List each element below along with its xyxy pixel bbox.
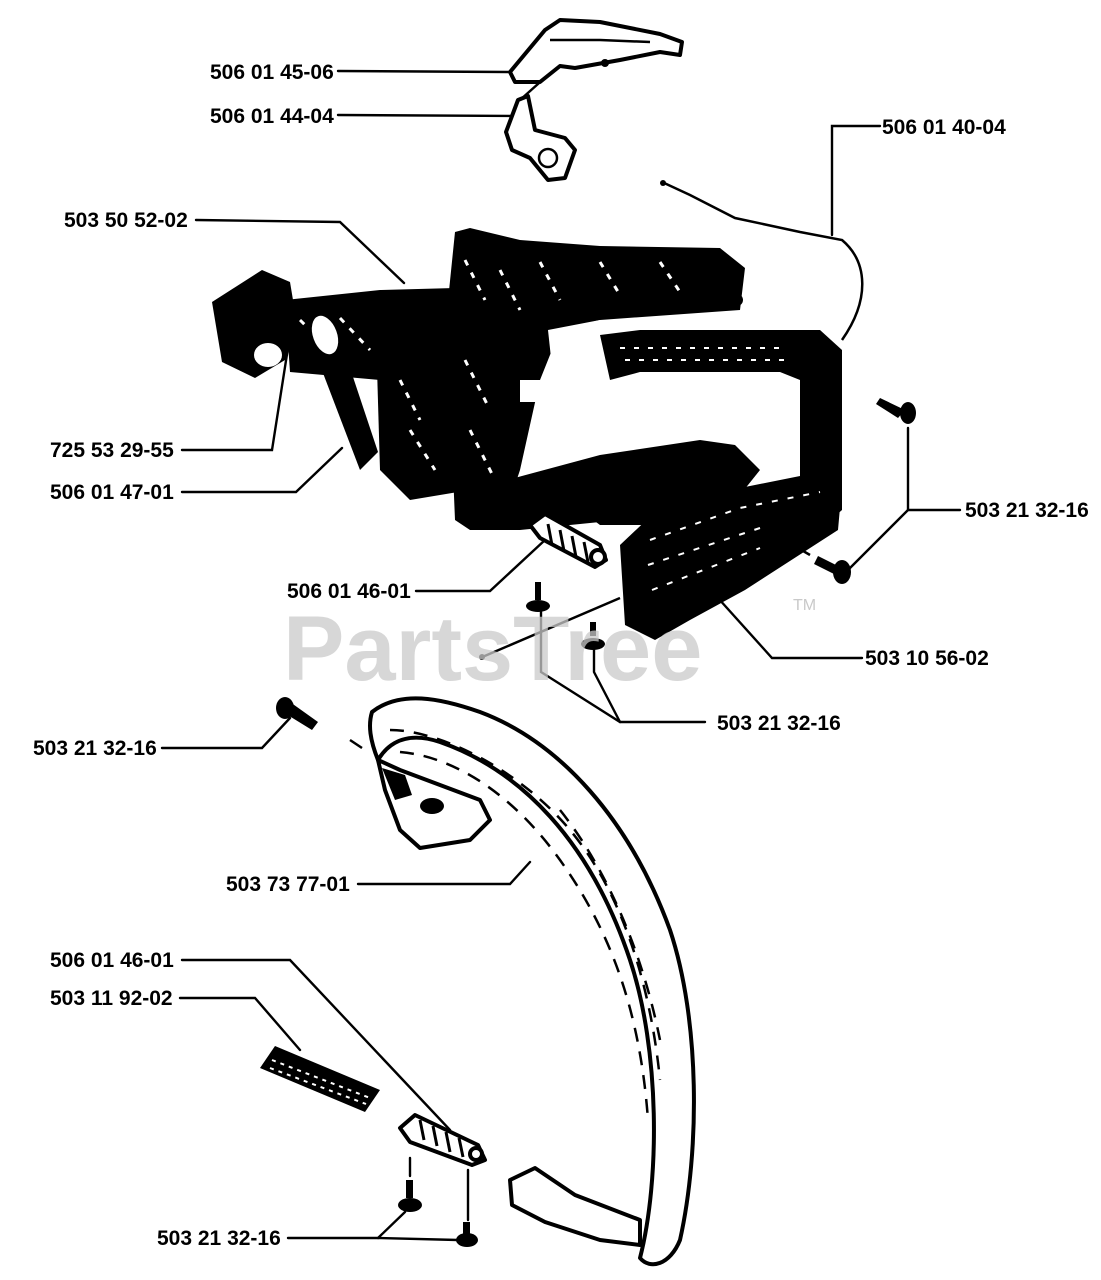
right-screws-part (797, 398, 916, 584)
tank-handle-part (212, 228, 842, 530)
label-buffer-left: 506 01 47-01 (50, 481, 174, 504)
part-labels: 506 01 45-06 506 01 44-04 506 01 40-04 5… (33, 61, 1089, 1250)
label-throttle-trigger: 506 01 45-06 (210, 61, 334, 84)
handle-cover-part (620, 470, 842, 640)
label-screw-left: 725 53 29-55 (50, 439, 174, 462)
label-spring-bottom: 506 01 46-01 (50, 949, 174, 972)
label-decal: 503 11 92-02 (50, 987, 173, 1010)
label-screw-center: 503 21 32-16 (717, 712, 841, 735)
label-throttle-rod: 506 01 40-04 (882, 116, 1006, 139)
spring-center-part (528, 512, 608, 569)
label-tank-handle: 503 50 52-02 (64, 209, 188, 232)
label-screw-front: 503 21 32-16 (33, 737, 157, 760)
label-throttle-lockout: 506 01 44-04 (210, 105, 334, 128)
left-screw-buffer-part (284, 308, 378, 470)
leader-lines (160, 69, 962, 1242)
throttle-rod-part (660, 180, 864, 341)
spring-bottom-part (398, 1113, 487, 1167)
label-screw-right: 503 21 32-16 (965, 499, 1089, 522)
front-handle-part (368, 696, 696, 1267)
watermark-text: PartsTree (283, 598, 702, 700)
label-front-handle: 503 73 77-01 (226, 873, 350, 896)
throttle-trigger-part (508, 18, 684, 84)
label-handle-cover: 503 10 56-02 (865, 647, 989, 670)
watermark: PartsTree TM (283, 597, 816, 700)
label-spring-center: 506 01 46-01 (287, 580, 411, 603)
bottom-screws-part (398, 1180, 478, 1247)
label-screw-bottom: 503 21 32-16 (157, 1227, 281, 1250)
throttle-lockout-part (504, 74, 577, 182)
front-screw-part (276, 697, 363, 750)
center-screws-part (479, 582, 621, 660)
decal-part (260, 1046, 380, 1112)
watermark-tm: TM (793, 597, 816, 614)
